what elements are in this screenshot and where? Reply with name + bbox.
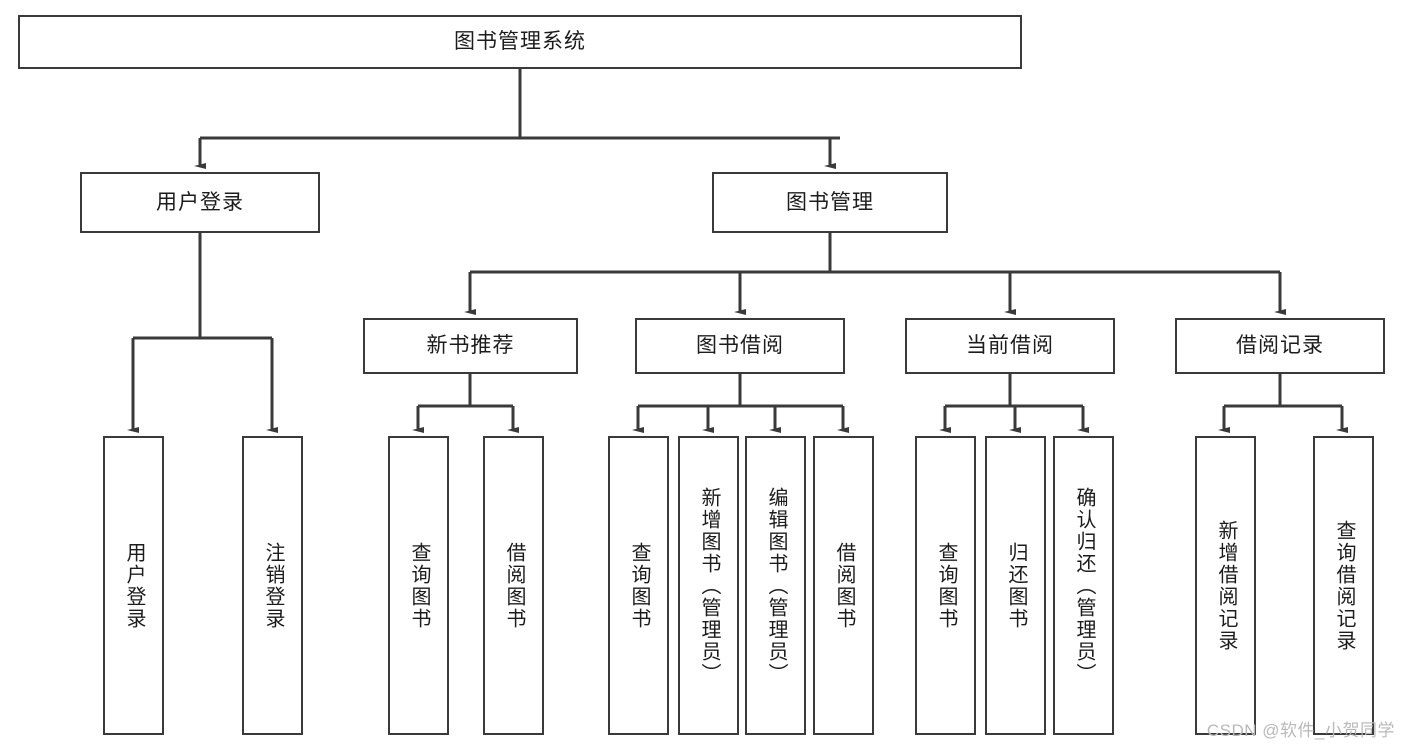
node-leaf-query-book-2-label: 查询图书 <box>628 541 650 630</box>
node-leaf-edit-book-admin-label: 编辑图书（管理员） <box>765 486 787 685</box>
node-leaf-query-book-1[interactable]: 查询图书 <box>388 436 449 735</box>
node-leaf-borrow-book-1[interactable]: 借阅图书 <box>483 436 544 735</box>
node-leaf-return-book-label: 归还图书 <box>1005 541 1027 630</box>
node-leaf-borrow-book-1-label: 借阅图书 <box>503 541 525 630</box>
node-user-login-label: 用户登录 <box>156 190 244 214</box>
node-leaf-confirm-return-admin-label: 确认归还（管理员） <box>1073 486 1095 685</box>
node-leaf-add-borrow-record[interactable]: 新增借阅记录 <box>1195 436 1256 735</box>
node-borrow-records[interactable]: 借阅记录 <box>1175 318 1385 374</box>
node-book-borrow[interactable]: 图书借阅 <box>635 318 845 374</box>
node-leaf-borrow-book-2[interactable]: 借阅图书 <box>813 436 874 735</box>
csdn-watermark: CSDN @软件_小贺同学 <box>1206 721 1395 740</box>
node-leaf-query-book-3-label: 查询图书 <box>935 541 957 630</box>
node-book-management[interactable]: 图书管理 <box>712 172 948 233</box>
node-leaf-confirm-return-admin[interactable]: 确认归还（管理员） <box>1053 436 1114 735</box>
node-leaf-add-book-admin-label: 新增图书（管理员） <box>698 486 720 685</box>
node-leaf-query-book-1-label: 查询图书 <box>408 541 430 630</box>
node-leaf-query-borrow-record[interactable]: 查询借阅记录 <box>1313 436 1374 735</box>
node-leaf-add-book-admin[interactable]: 新增图书（管理员） <box>678 436 739 735</box>
node-leaf-logout[interactable]: 注销登录 <box>242 436 303 735</box>
node-leaf-user-login[interactable]: 用户登录 <box>103 436 164 735</box>
node-leaf-edit-book-admin[interactable]: 编辑图书（管理员） <box>745 436 806 735</box>
node-new-book-recommend[interactable]: 新书推荐 <box>363 318 578 374</box>
node-leaf-query-book-3[interactable]: 查询图书 <box>915 436 976 735</box>
node-leaf-return-book[interactable]: 归还图书 <box>985 436 1046 735</box>
node-leaf-borrow-book-2-label: 借阅图书 <box>833 541 855 630</box>
node-root[interactable]: 图书管理系统 <box>18 15 1022 69</box>
node-leaf-query-book-2[interactable]: 查询图书 <box>608 436 669 735</box>
node-book-borrow-label: 图书借阅 <box>696 334 784 358</box>
node-current-borrow-label: 当前借阅 <box>966 334 1054 358</box>
node-borrow-records-label: 借阅记录 <box>1236 334 1324 358</box>
node-leaf-logout-label: 注销登录 <box>262 541 284 630</box>
node-book-management-label: 图书管理 <box>786 190 874 214</box>
node-leaf-user-login-label: 用户登录 <box>123 541 145 630</box>
node-leaf-add-borrow-record-label: 新增借阅记录 <box>1215 519 1237 652</box>
node-root-label: 图书管理系统 <box>454 30 586 54</box>
node-current-borrow[interactable]: 当前借阅 <box>905 318 1115 374</box>
node-leaf-query-borrow-record-label: 查询借阅记录 <box>1333 519 1355 652</box>
node-user-login[interactable]: 用户登录 <box>80 172 320 233</box>
node-new-book-recommend-label: 新书推荐 <box>426 334 515 358</box>
